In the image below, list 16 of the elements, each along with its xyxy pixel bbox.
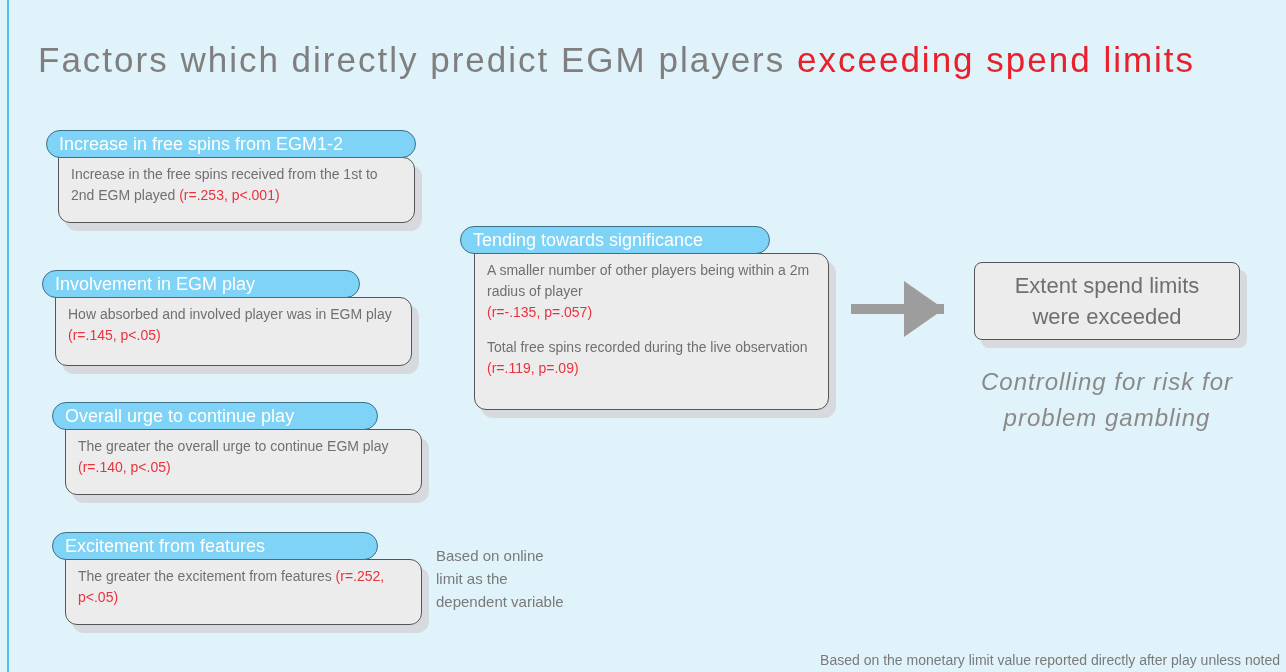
factor-description: Total free spins recorded during the live observation (r=.119, p=.09) <box>487 338 809 378</box>
diagram-title: Factors which directly predict EGM players exceeding spend limits <box>38 39 1196 81</box>
factor-heading: Excitement from features <box>52 532 378 560</box>
side-note: Controlling for risk for problem gambling <box>979 367 1235 433</box>
factor-description: A smaller number of other players being within a 2m radius of player (r=-.135, p=.057) <box>487 261 811 322</box>
arrow <box>851 281 944 337</box>
factor-description: Increase in the free spins received from the 1st to 2nd EGM played (r=.253, p<.001) <box>71 165 379 205</box>
factor-heading: Involvement in EGM play <box>42 270 360 298</box>
factor-heading: Increase in free spins from EGM1-2 <box>46 130 416 158</box>
footnote: Based on the monetary limit value reported directly after play unless noted <box>820 651 1280 670</box>
factor-description: The greater the excitement from features (r=.252, p<.05) <box>78 567 386 607</box>
side-note: Based on online limit as the dependent variable <box>436 546 564 612</box>
factor-description: The greater the overall urge to continue EGM play (r=.140, p<.05) <box>78 437 390 477</box>
factor-heading: Overall urge to continue play <box>52 402 378 430</box>
factor-description: How absorbed and involved player was in EGM play (r=.145, p<.05) <box>68 305 393 345</box>
factor-heading: Tending towards significance <box>460 226 770 254</box>
